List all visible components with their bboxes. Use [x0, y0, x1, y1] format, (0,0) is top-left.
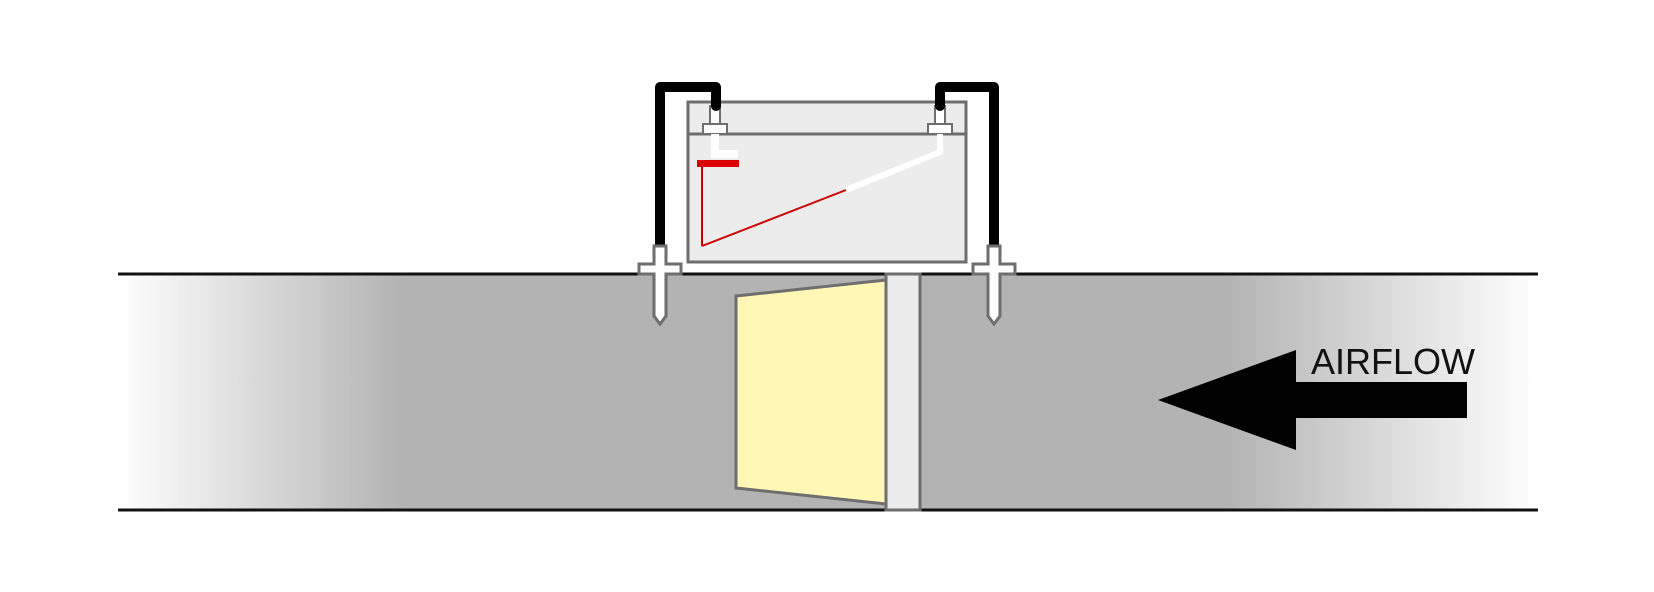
filter-icon [734, 278, 888, 506]
right-internal-channel [844, 134, 943, 193]
filter-frame [884, 272, 922, 512]
left-tube [655, 82, 721, 251]
inclined-tube-liquid [701, 189, 847, 247]
airflow-label: AIRFLOW [1311, 341, 1475, 382]
right-pressure-tap-probe-icon [971, 244, 1017, 327]
right-port-fitting [927, 123, 953, 135]
left-internal-channel [711, 134, 738, 158]
airflow-arrow-icon [1158, 350, 1467, 450]
liquid-meniscus-marker [697, 160, 739, 167]
left-port-fitting [702, 123, 728, 135]
manometer-housing [686, 100, 968, 264]
right-tube [935, 82, 999, 251]
inclined-manometer-icon [686, 100, 968, 264]
left-pressure-tap-probe-icon [637, 244, 683, 327]
